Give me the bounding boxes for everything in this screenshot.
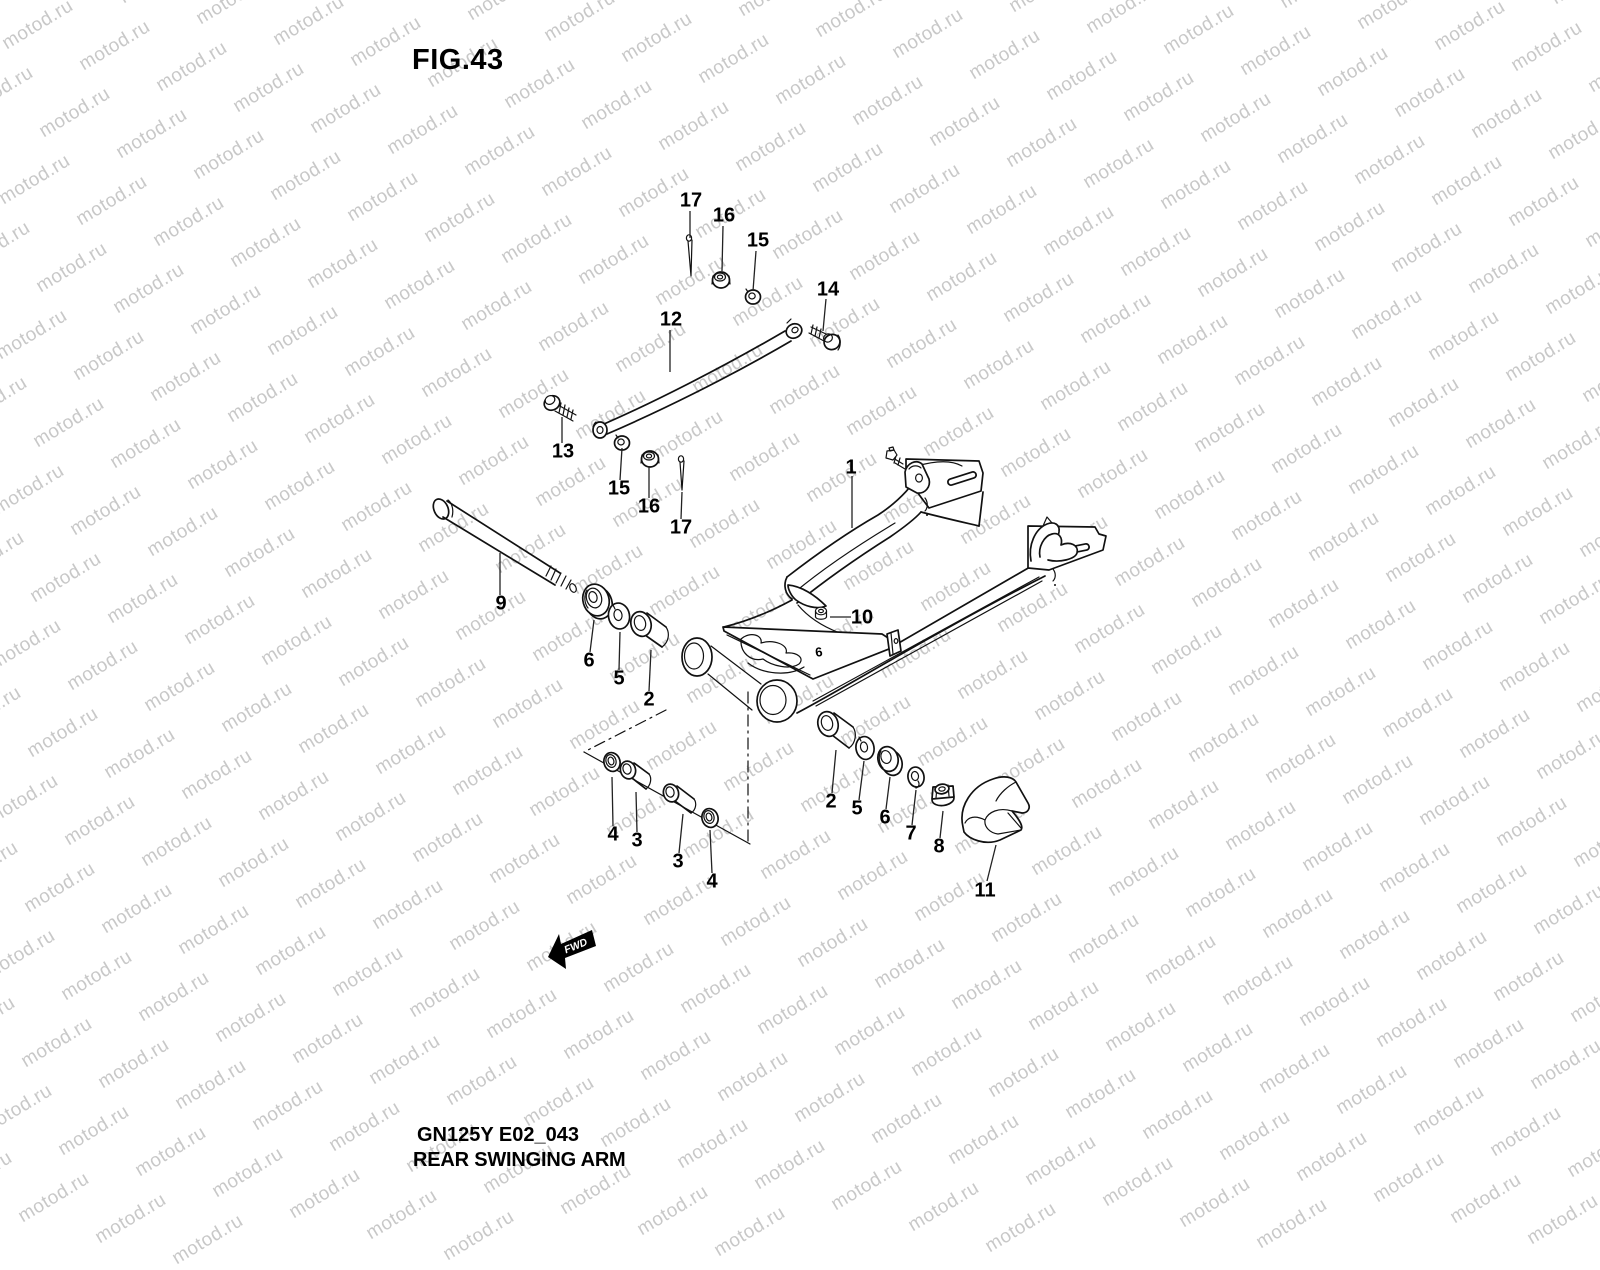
cotter-pin-17-top [686,235,692,276]
chain-touch-guard-11 [962,777,1029,842]
bushing-3-b [661,782,695,813]
cotter-pin-17-mid [678,456,684,490]
dust-seal-6-left [579,581,616,622]
callout-leader-3 [636,792,637,832]
callout-label-9: 9 [495,592,506,614]
watermark-text: motod.ru [981,1198,1061,1257]
seal-ring-4-a [602,751,623,774]
left-axle-plate [886,447,983,516]
figure-title: REAR SWINGING ARM [413,1149,626,1171]
washer-5-left [606,601,631,630]
bushing-2-right [815,709,855,748]
callout-label-3: 3 [631,829,642,851]
nut-16-top [712,272,730,288]
callout-leader-2 [649,650,651,691]
callout-leader-15 [753,251,756,291]
swingarm-right-arm [797,567,1045,713]
callout-label-15: 15 [608,477,630,499]
callout-label-6: 6 [879,806,890,828]
callout-label-4: 4 [607,823,619,845]
callout-label-13: 13 [552,440,574,462]
callout-label-5: 5 [851,797,862,819]
callout-label-16: 16 [713,204,735,226]
callout-leader-14 [823,299,826,331]
watermark-text: motod.ru [168,1210,248,1269]
swingarm-pivot-tube [682,638,797,722]
callout-leader-6 [590,620,594,652]
washer-5-right [854,735,876,761]
swingarm-pivot-gusset [723,585,901,679]
callout-label-10: 10 [851,606,873,628]
callout-label-16: 16 [638,495,660,517]
callout-leader-15 [620,448,622,480]
callout-label-17: 17 [680,189,702,211]
callout-label-6: 6 [583,649,594,671]
callout-label-2: 2 [825,790,836,812]
callout-leader-4 [612,777,613,826]
figure-number: FIG.43 [412,44,504,76]
right-axle-plate [1028,517,1106,586]
swingarm-left-arm [724,483,983,627]
seal-ring-4-b [700,807,721,830]
washer-15-mid [615,435,630,450]
callout-label-4: 4 [706,870,718,892]
callout-label-2: 2 [643,688,654,710]
callout-label-14: 14 [817,278,840,300]
surface-mark-layer: 6 [814,644,823,660]
bushing-3-a [618,759,650,789]
callout-leader-8 [940,811,943,838]
callout-leader-3 [679,814,683,853]
bolt-14 [809,325,842,352]
callout-label-7: 7 [905,822,916,844]
exploded-parts-diagram: FWD 122334455667891011121314151516161717… [0,189,1600,969]
callout-leader-7 [912,790,916,825]
washer-15-top [746,289,761,304]
callout-label-12: 12 [660,308,682,330]
nut-16-mid [641,451,659,467]
bushing-2-left [628,609,668,647]
dust-seal-6-right [875,744,904,777]
callout-leader-5 [619,632,620,670]
callout-label-15: 15 [747,229,769,251]
callout-leader-5 [859,761,864,800]
callout-label-1: 1 [845,456,856,478]
watermark-text: motod.ru [710,1202,790,1261]
surface-mark-6: 6 [814,644,823,660]
torque-link-rod [593,319,804,438]
callout-label-3: 3 [672,850,683,872]
callout-leader-6 [886,777,890,809]
callout-label-11: 11 [974,879,995,901]
pivot-nut [816,607,827,619]
bolt-13 [542,393,576,421]
nut-8 [931,783,955,807]
watermark-text: motod.ru [1252,1194,1332,1253]
fwd-arrow: FWD [548,930,596,969]
callout-leader-4 [710,830,712,873]
watermark-text: motod.ru [439,1206,519,1265]
callout-label-5: 5 [613,667,624,689]
washer-7 [906,766,925,788]
callout-leader-17 [681,492,682,519]
pivot-shaft [430,497,577,594]
callout-leader-2 [832,750,836,793]
callout-leader-11 [987,845,996,881]
figure-code: GN125Y E02_043 [417,1124,579,1146]
callout-leader-16 [722,226,723,271]
callout-label-8: 8 [933,835,944,857]
callout-label-17: 17 [670,516,692,538]
